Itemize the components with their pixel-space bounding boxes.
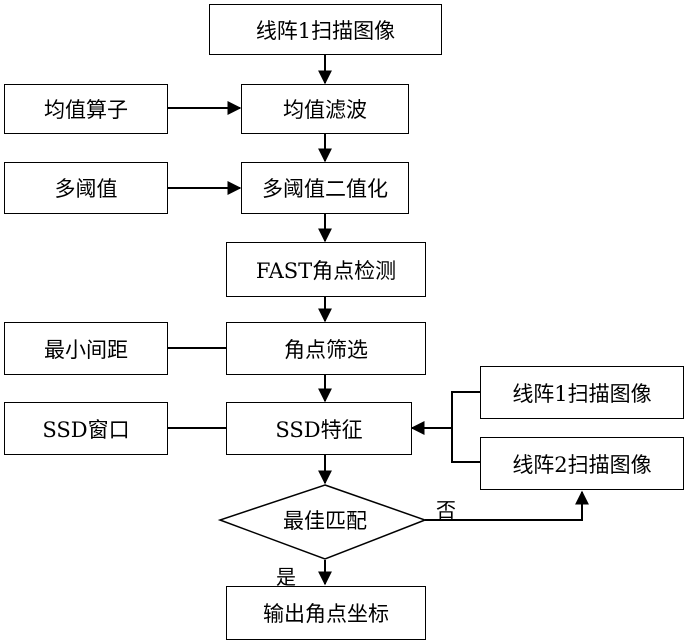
multi-threshold-box: 多阈值 bbox=[4, 162, 168, 214]
right-scan-image-1-box: 线阵1扫描图像 bbox=[480, 366, 684, 419]
connector-right-bracket bbox=[451, 391, 480, 463]
ssd-window-box: SSD窗口 bbox=[4, 402, 168, 455]
ssd-feature-box: SSD特征 bbox=[226, 402, 412, 455]
mean-operator-box: 均值算子 bbox=[4, 84, 168, 134]
scan-image-1-box: 线阵1扫描图像 bbox=[209, 4, 442, 55]
fast-detect-box: FAST角点检测 bbox=[226, 242, 426, 297]
no-label: 否 bbox=[436, 498, 456, 522]
mean-filter-box: 均值滤波 bbox=[241, 84, 409, 134]
yes-label: 是 bbox=[276, 565, 296, 589]
output-coords-box: 输出角点坐标 bbox=[226, 586, 426, 640]
arrow-no-branch bbox=[425, 490, 589, 521]
decision-diamond bbox=[217, 484, 428, 560]
right-scan-image-2-box: 线阵2扫描图像 bbox=[480, 437, 684, 490]
corner-select-box: 角点筛选 bbox=[226, 322, 426, 375]
min-distance-box: 最小间距 bbox=[4, 322, 168, 375]
multi-binarize-box: 多阈值二值化 bbox=[241, 162, 409, 214]
best-match-label: 最佳匹配 bbox=[283, 509, 367, 533]
